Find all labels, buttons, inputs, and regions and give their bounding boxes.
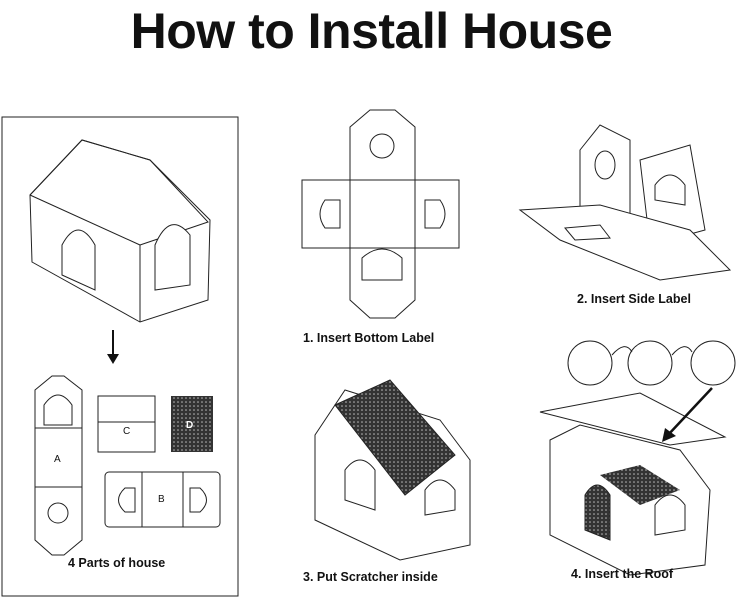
part-c-shape — [97, 395, 156, 453]
step4-illustration — [539, 340, 736, 576]
step1-illustration — [301, 109, 460, 319]
step1-caption: 1. Insert Bottom Label — [303, 331, 435, 345]
part-d-scratcher — [171, 396, 213, 452]
step2-illustration — [518, 124, 732, 281]
step3-illustration — [314, 379, 471, 561]
parts-panel-border — [1, 116, 239, 597]
step3-caption: 3. Put Scratcher inside — [303, 570, 438, 584]
parts-caption: 4 Parts of house — [68, 556, 166, 570]
part-a-shape — [34, 375, 83, 556]
step4-caption: 4. Insert the Roof — [571, 567, 674, 581]
part-b-shape — [104, 471, 221, 528]
assembled-house-illustration — [29, 139, 211, 323]
part-label-a: A — [54, 454, 61, 465]
part-label-c: C — [123, 426, 131, 437]
down-arrow-icon — [107, 330, 119, 364]
part-label-d: D — [186, 420, 194, 431]
arrow-icon — [662, 428, 676, 442]
page-title: How to Install House — [130, 3, 613, 59]
step2-caption: 2. Insert Side Label — [577, 292, 691, 306]
part-label-b: B — [158, 494, 165, 505]
